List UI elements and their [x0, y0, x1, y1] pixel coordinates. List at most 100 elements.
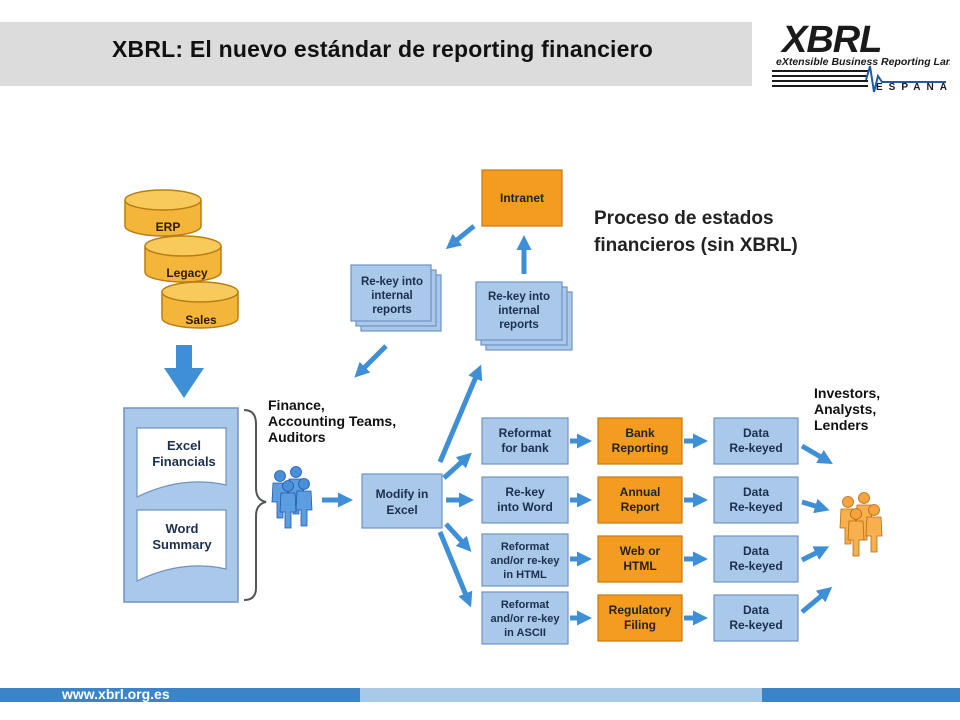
data-rekeyed-label: Re-keyed [729, 559, 782, 573]
database-label: Legacy [166, 266, 208, 280]
data-rekeyed-label: Re-keyed [729, 441, 782, 455]
reformat-label: in ASCII [504, 627, 546, 639]
arrow-intranet-to-rekey-left [445, 224, 476, 250]
document-excel-financials: Excel Financials [136, 427, 227, 498]
database-erp: ERP [124, 189, 202, 237]
arrow-excel-up-to-rekey-right [437, 364, 483, 463]
rekey-label: Re-key into [488, 291, 550, 303]
people-left-label-line: Auditors [268, 429, 326, 445]
arrow-modify-to-reformat-3 [444, 522, 472, 552]
footer-segment-dark-right [762, 688, 960, 702]
document-label: Word [166, 521, 199, 536]
arrow-modify-to-reformat-1 [442, 452, 472, 480]
database-sales: Sales [161, 281, 239, 329]
rekey-word-box: Re-key into Word [481, 476, 569, 524]
people-left-label: Finance, Accounting Teams, Auditors [268, 397, 396, 445]
people-right-icon [839, 492, 883, 557]
footer-segment-light [360, 688, 762, 702]
reformat-html-box: Reformat and/or re-key in HTML [481, 533, 569, 587]
intranet-box: Intranet [481, 169, 563, 227]
rekey-label: internal [498, 305, 540, 317]
reformat-bank-box: Reformat for bank [481, 417, 569, 465]
document-word-summary: Word Summary [136, 509, 227, 582]
reformat-label: into Word [497, 500, 553, 514]
document-label: Excel [167, 438, 201, 453]
logo-wordmark: XBRL [780, 19, 881, 61]
arrow-row2-c [801, 498, 830, 514]
document-label: Summary [152, 537, 212, 552]
rekey-label: internal [371, 290, 413, 302]
data-rekeyed-label: Data [743, 603, 769, 617]
reformat-label: for bank [501, 441, 549, 455]
data-rekeyed-label: Data [743, 544, 769, 558]
reformat-label: and/or re-key [490, 613, 560, 625]
output-label: Report [621, 500, 660, 514]
output-bank-reporting-box: Bank Reporting [597, 417, 683, 465]
output-annual-report-box: Annual Report [597, 476, 683, 524]
reformat-label: Reformat [499, 426, 552, 440]
rekey-right-stack: Re-key into internal reports [475, 281, 573, 351]
reformat-label: and/or re-key [490, 555, 560, 567]
modify-label: Excel [386, 503, 417, 517]
reformat-label: Re-key [505, 485, 545, 499]
rekey-left-stack: Re-key into internal reports [350, 264, 442, 332]
data-rekeyed-label: Re-keyed [729, 618, 782, 632]
flow-arrows [322, 224, 833, 626]
caption-line: financieros (sin XBRL) [594, 235, 798, 256]
database-label: Sales [185, 313, 217, 327]
rekey-label: reports [372, 304, 412, 316]
people-left-label-line: Accounting Teams, [268, 413, 396, 429]
xbrl-logo: XBRL eXtensible Business Reporting Langu… [772, 19, 950, 93]
intranet-label: Intranet [500, 191, 544, 205]
document-label: Financials [152, 454, 216, 469]
people-left-icon [271, 466, 313, 529]
footer-segment-dark-left [0, 688, 360, 702]
data-rekeyed-box-1: Data Re-keyed [713, 417, 799, 465]
brace [243, 409, 267, 601]
header-band [0, 22, 752, 86]
logo-pulse-line [865, 65, 946, 93]
rekey-label: reports [499, 319, 539, 331]
people-left-label-line: Finance, [268, 397, 325, 413]
output-label: HTML [623, 559, 656, 573]
logo-country: ESPAÑA [876, 80, 950, 93]
slide-title: XBRL: El nuevo estándar de reporting fin… [112, 36, 654, 62]
output-label: Filing [624, 618, 656, 632]
output-label: Bank [625, 426, 655, 440]
caption-line: Proceso de estados [594, 208, 774, 229]
output-regulatory-filing-box: Regulatory Filing [597, 594, 683, 642]
arrow-row3-c [800, 546, 830, 563]
arrow-row1-c [800, 443, 833, 465]
big-down-arrow [164, 345, 204, 398]
output-web-html-box: Web or HTML [597, 535, 683, 583]
database-legacy: Legacy [144, 235, 222, 283]
arrow-row4-c [800, 586, 833, 614]
data-rekeyed-box-4: Data Re-keyed [713, 594, 799, 642]
people-right-label-line: Lenders [814, 417, 869, 433]
data-rekeyed-box-2: Data Re-keyed [713, 476, 799, 524]
output-label: Annual [620, 485, 661, 499]
reformat-label: Reformat [501, 599, 550, 611]
logo-tagline: eXtensible Business Reporting Language [776, 56, 950, 68]
database-label: ERP [156, 220, 181, 234]
data-rekeyed-label: Data [743, 426, 769, 440]
data-rekeyed-label: Data [743, 485, 769, 499]
logo-speed-lines [772, 70, 868, 87]
data-rekeyed-label: Re-keyed [729, 500, 782, 514]
output-label: Regulatory [609, 603, 672, 617]
arrow-modify-to-reformat-4 [437, 531, 473, 608]
modify-excel-box: Modify in Excel [361, 473, 443, 529]
reformat-label: in HTML [503, 569, 547, 581]
data-rekeyed-box-3: Data Re-keyed [713, 535, 799, 583]
output-label: Web or [620, 544, 661, 558]
modify-label: Modify in [376, 487, 429, 501]
output-label: Reporting [612, 441, 669, 455]
reformat-label: Reformat [501, 541, 550, 553]
arrow-rekey-left-to-finance [354, 344, 388, 378]
footer-url[interactable]: www.xbrl.org.es [62, 686, 170, 702]
reformat-ascii-box: Reformat and/or re-key in ASCII [481, 591, 569, 645]
footer-band [0, 688, 960, 702]
people-right-label-line: Investors, [814, 385, 880, 401]
rekey-label: Re-key into [361, 276, 423, 288]
